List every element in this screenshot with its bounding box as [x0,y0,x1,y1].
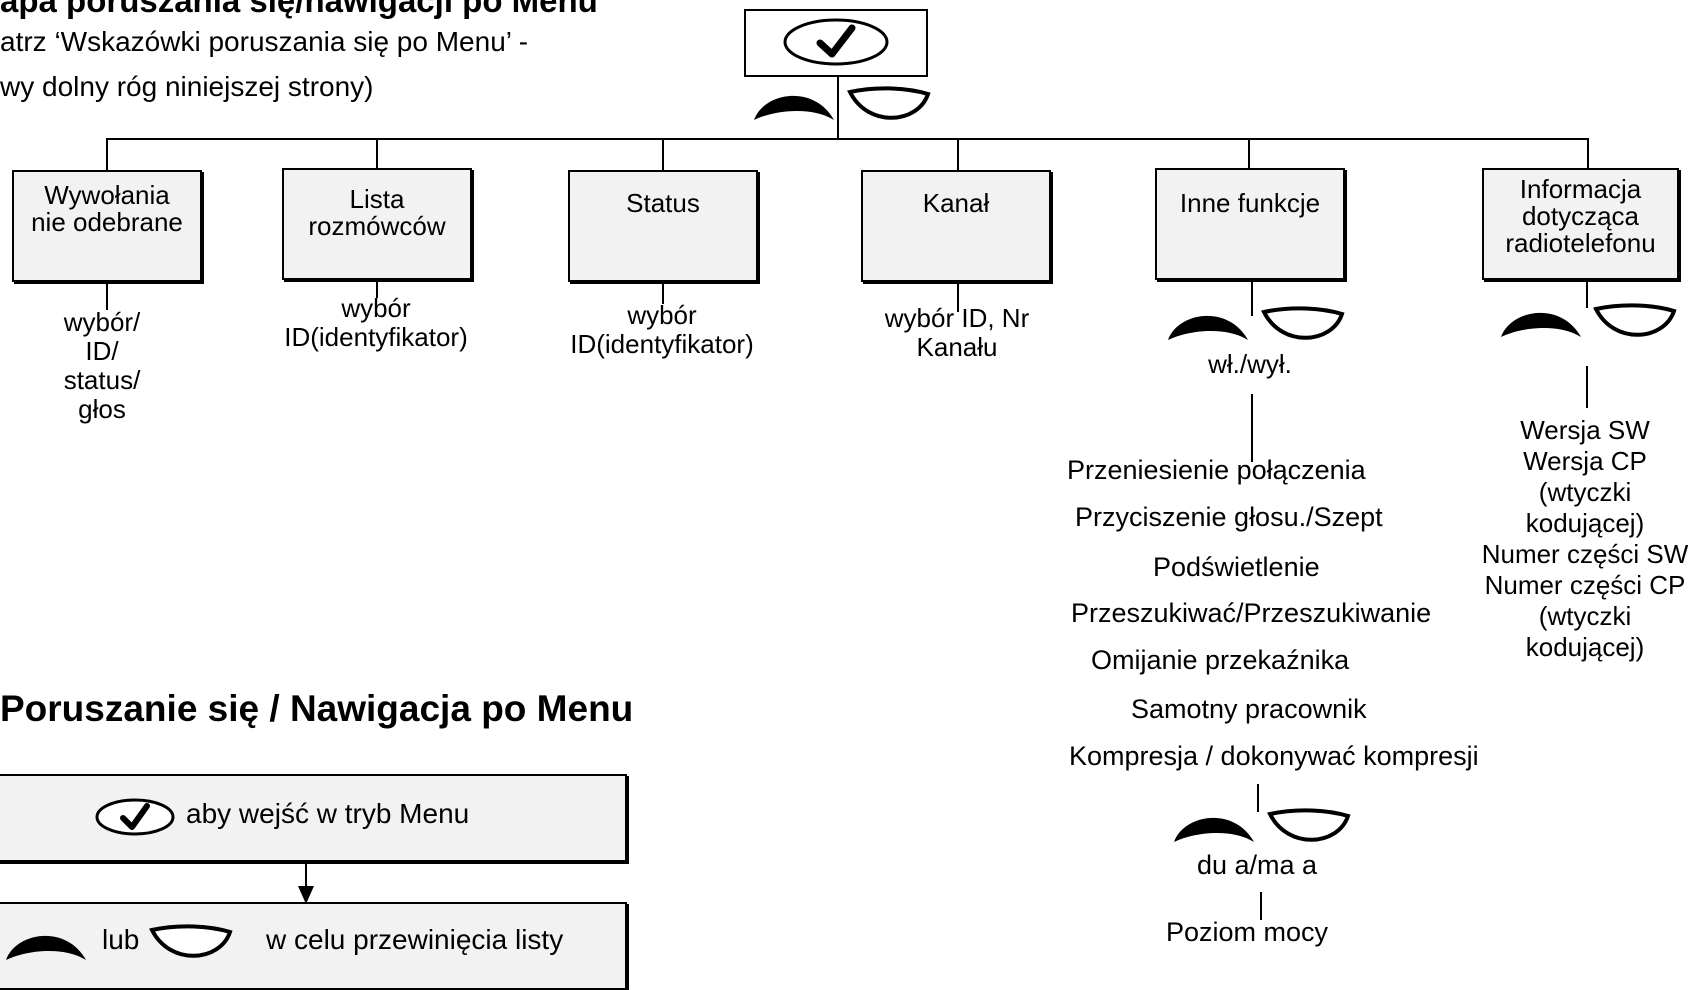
box-label: Status [626,188,700,218]
sub-connector-info [1586,280,1588,308]
sub-connector-other [1251,280,1253,316]
nav-step-scroll-text: w celu przewinięcia listy [266,924,564,955]
option-text: ID(identyfikator) [284,322,468,352]
scroll-down-key-icon [847,86,931,120]
nav-or-text: lub [102,924,140,955]
box-channel[interactable]: Kanał [861,170,1051,282]
info-line: Wersja SW [1520,415,1650,445]
nav-step-enter-menu: aby wejść w tryb Menu [0,774,627,862]
info-line: (wtyczki [1538,601,1632,631]
connector-other [1248,138,1250,170]
nav-step-enter-text: aby wejść w tryb Menu [186,798,470,829]
power-toggle-label: du a/ma a [1196,850,1318,880]
connector-list [376,138,378,170]
intro-line-2: wy dolny róg niniejszej strony) [0,71,374,102]
option-text: Kanału [916,332,998,362]
radio-info-list: Wersja SW Wersja CP (wtyczki kodującej) … [1470,415,1698,663]
option-text: głos [78,394,126,424]
box-label: Lista [349,184,405,214]
menu-item-scan: Przeszukiwać/Przeszukiwanie [1071,598,1432,628]
box-label: rozmówców [308,211,446,241]
info-list-connector [1586,366,1588,408]
info-line: (wtyczki [1538,477,1632,507]
other-list-connector [1251,394,1253,462]
power-connector-1 [1257,784,1259,812]
other-scroll-up-icon [1168,315,1248,340]
power-scroll-down-icon [1267,808,1351,842]
connector-status [662,138,664,172]
box-label: radiotelefonu [1505,228,1656,258]
power-scroll-up-icon [1174,817,1254,842]
sub-connector-calls [106,282,108,310]
box-label: Informacja [1519,174,1642,204]
power-level-label: Poziom mocy [1165,917,1329,947]
list-options: wybór ID(identyfikator) [276,294,476,352]
option-text: ID/ [85,336,119,366]
sub-connector-list [376,280,378,298]
connector-info [1587,138,1589,170]
menu-item-compression: Kompresja / dokonywać kompresji [1069,741,1479,771]
scroll-up-key-icon [754,95,834,120]
ok-key-icon [95,798,175,836]
map-title: apa poruszania się/nawigacji po Menu [0,0,598,19]
box-other-functions[interactable]: Inne funkcje [1155,168,1345,280]
navigation-title: Poruszanie się / Nawigacja po Menu [0,688,634,729]
option-text: ID(identyfikator) [570,329,754,359]
box-missed-calls[interactable]: Wywołania nie odebrane [12,170,202,282]
info-line: Numer części CP [1484,570,1686,600]
option-text: status/ [63,365,141,395]
nav-step-scroll-list: lub w celu przewinięcia listy [0,902,627,990]
option-text: wybór/ [63,307,141,337]
channel-options: wybór ID, Nr Kanału [862,304,1052,362]
tree-branch-line [106,138,1589,140]
menu-item-lone-worker: Samotny pracownik [1131,694,1367,724]
box-status[interactable]: Status [568,170,758,282]
info-line: kodującej) [1525,632,1645,662]
info-line: Wersja CP [1523,446,1647,476]
option-text: wybór [341,293,411,323]
scroll-down-key-icon [149,924,233,958]
menu-item-backlight: Podświetlenie [1153,552,1320,582]
box-label: dotycząca [1521,201,1640,231]
nav-arrow-shaft [305,862,307,892]
info-line: Numer części SW [1481,539,1689,569]
connector-channel [957,138,959,172]
menu-item-call-transfer: Przeniesienie połączenia [1067,455,1366,485]
power-connector-2 [1260,892,1262,920]
calls-options: wybór/ ID/ status/ głos [52,308,152,424]
intro-line-1: atrz ‘Wskazówki poruszania się po Menu’ … [0,26,529,57]
root-connector [837,77,839,139]
status-options: wybór ID(identyfikator) [556,301,768,359]
other-toggle-label: wł./wył. [1208,349,1292,379]
menu-item-talkaround: Omijanie przekaźnika [1091,645,1350,675]
arrow-down-icon [298,886,314,904]
scroll-up-key-icon [6,935,86,960]
box-label: Kanał [922,188,990,218]
info-scroll-up-icon [1501,312,1581,337]
option-text: wybór ID, Nr [884,303,1030,333]
ok-key-icon [783,18,889,66]
option-text: wybór [627,300,697,330]
sub-connector-status [662,282,664,304]
menu-item-whisper: Przyciszenie głosu./Szept [1075,502,1383,532]
box-label: Wywołania [44,180,170,210]
other-scroll-down-icon [1261,306,1345,340]
connector-calls [106,138,108,172]
info-scroll-down-icon [1593,303,1677,337]
box-label: nie odebrane [31,207,183,237]
box-contact-list[interactable]: Lista rozmówców [282,168,472,280]
box-label: Inne funkcje [1179,188,1321,218]
box-radio-info[interactable]: Informacja dotycząca radiotelefonu [1482,168,1679,280]
sub-connector-channel [957,282,959,312]
info-line: kodującej) [1525,508,1645,538]
